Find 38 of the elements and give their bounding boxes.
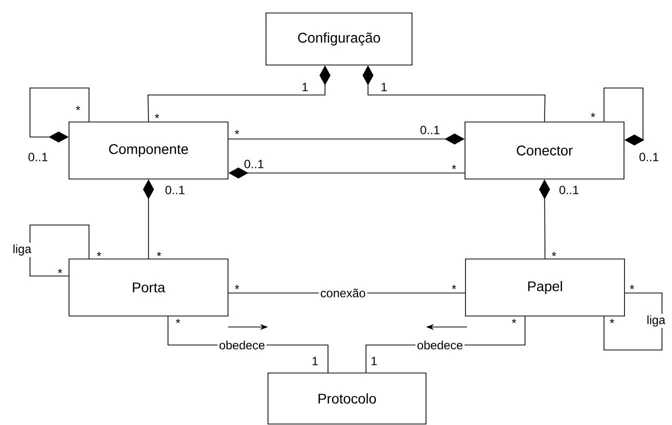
class-box: Conector <box>464 122 624 180</box>
multiplicity-label: * <box>590 112 596 118</box>
multiplicity-label: * <box>452 284 456 290</box>
multiplicity-label: 1 <box>312 356 318 366</box>
composition-line <box>604 88 644 146</box>
edge-label: liga <box>11 242 33 258</box>
edge-label: obedece <box>217 339 267 351</box>
multiplicity-label: * <box>552 252 556 256</box>
multiplicity-label: * <box>76 106 80 110</box>
class-box: Porta <box>68 258 228 316</box>
multiplicity-label: * <box>58 268 62 274</box>
multiplicity-label: * <box>96 252 102 256</box>
class-box: Configuração <box>266 12 412 66</box>
multiplicity-label: * <box>234 284 240 290</box>
class-box: Componente <box>68 122 228 180</box>
multiplicity-label: * <box>156 252 162 256</box>
association-line <box>604 292 662 350</box>
multiplicity-label: 0..1 <box>639 152 658 162</box>
composition-line <box>30 88 90 142</box>
multiplicity-label: * <box>452 164 456 170</box>
edge-label: conexão <box>318 287 368 299</box>
multiplicity-label: 0..1 <box>28 152 48 162</box>
class-box: Papel <box>465 258 625 316</box>
edge-label: liga <box>645 314 667 328</box>
multiplicity-label: 1 <box>382 82 387 92</box>
multiplicity-label: * <box>234 130 240 134</box>
edge-label: obedece <box>415 339 465 351</box>
multiplicity-label: 0..1 <box>244 160 264 168</box>
multiplicity-label: 1 <box>302 82 308 92</box>
association-line <box>30 224 90 276</box>
multiplicity-label: * <box>176 318 180 324</box>
multiplicity-label: 0..1 <box>420 126 440 134</box>
multiplicity-label: * <box>512 318 516 324</box>
multiplicity-label: * <box>630 284 634 290</box>
class-box: Protocolo <box>268 372 426 424</box>
multiplicity-label: * <box>154 114 160 118</box>
multiplicity-label: * <box>610 318 614 324</box>
multiplicity-label: 1 <box>372 356 377 366</box>
